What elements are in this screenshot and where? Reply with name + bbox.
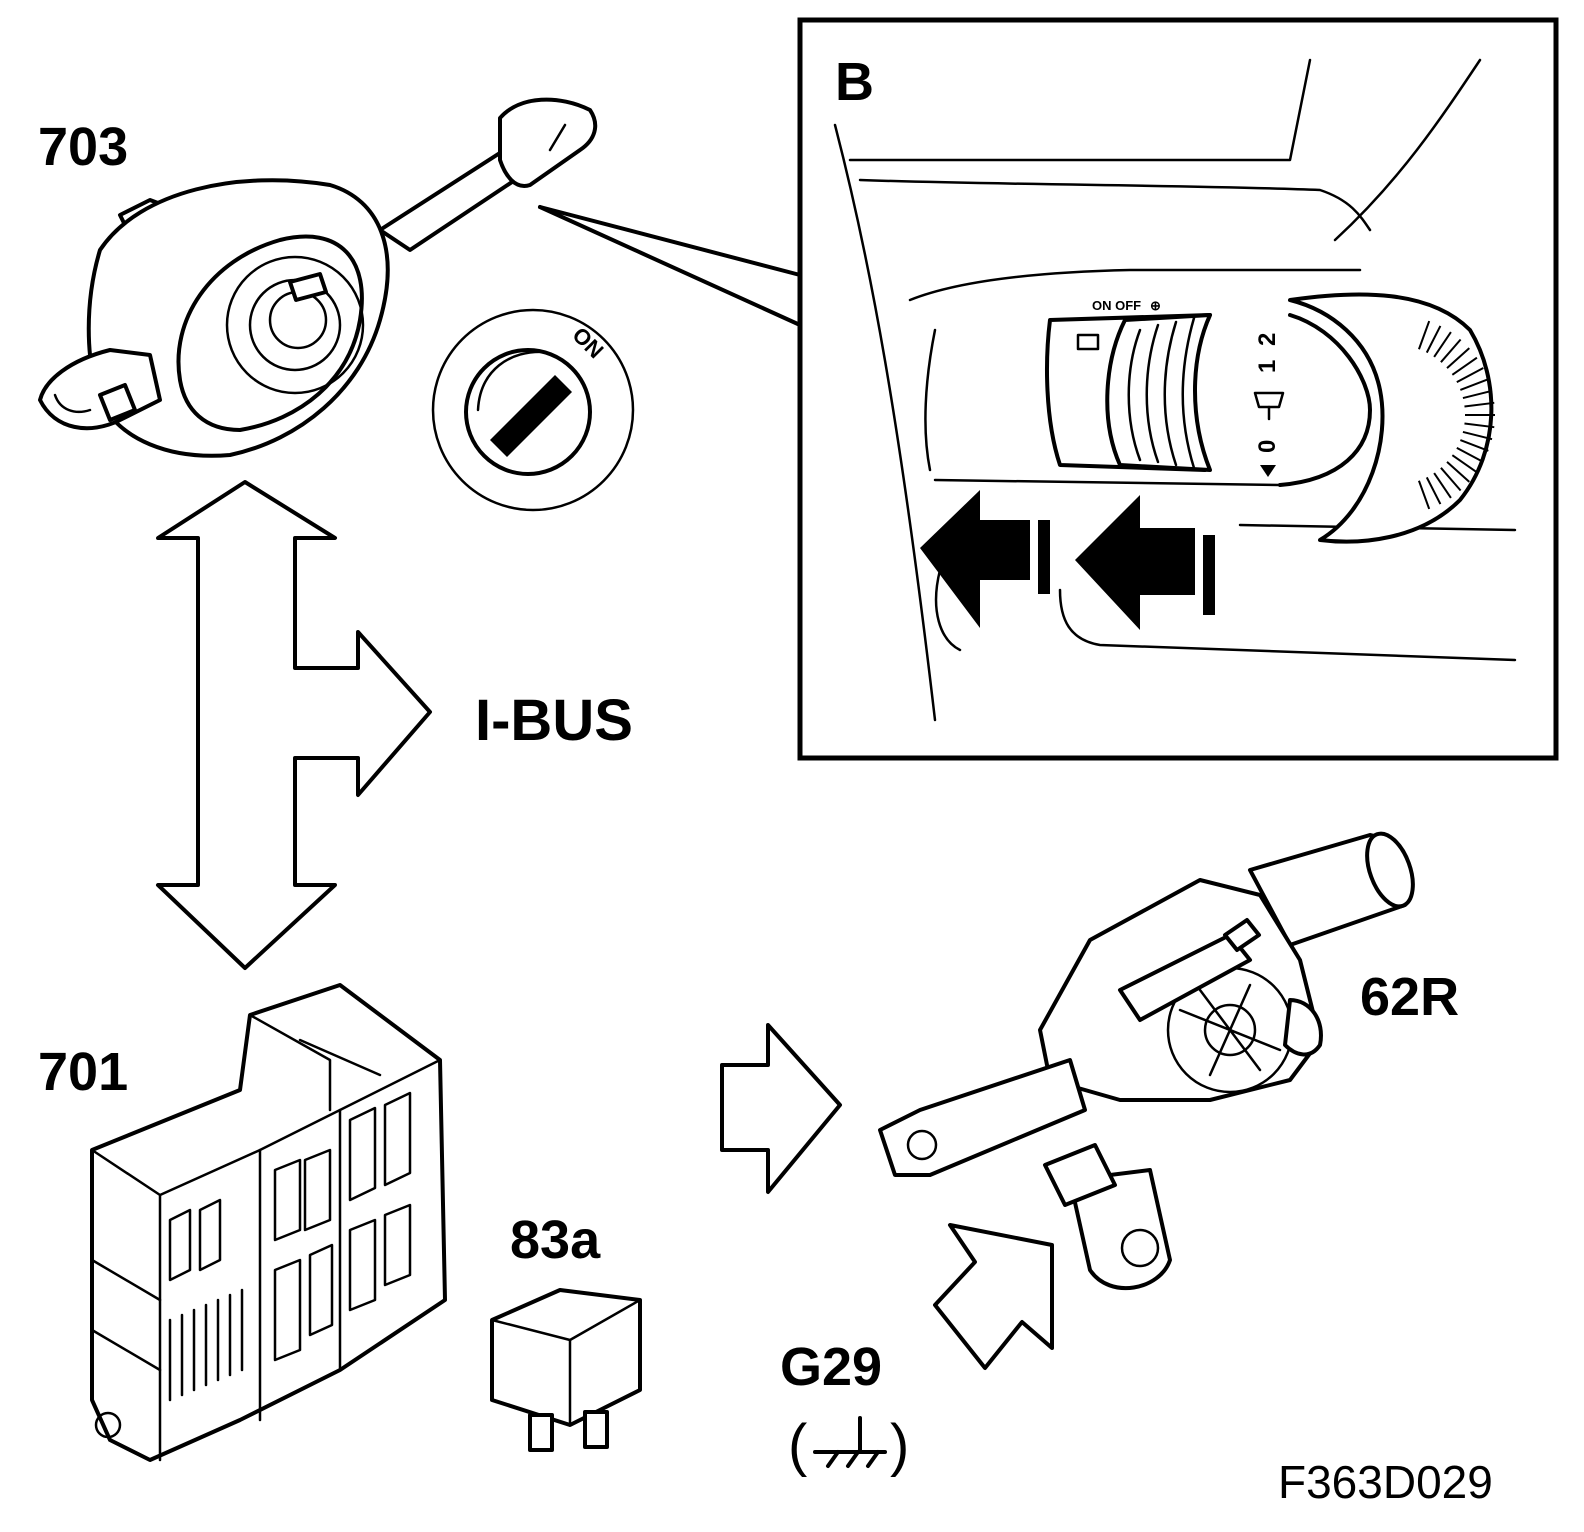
signal-arrow: [720, 1023, 842, 1194]
figure-code: F363D029: [1278, 1456, 1493, 1508]
knurl-line: [1433, 472, 1452, 499]
relay-83a: 83a: [490, 1210, 642, 1452]
knurl-line: [1425, 476, 1442, 505]
inset-label: B: [835, 52, 874, 112]
motor-62r-label: 62R: [1360, 967, 1459, 1027]
i-bus-arrow: I-BUS: [156, 480, 633, 970]
switch-703-label: 703: [38, 117, 128, 177]
knurl-line: [1446, 347, 1470, 369]
inset-position-2: 2: [1254, 333, 1281, 346]
ground-symbol-icon: [813, 1416, 887, 1468]
inset-position-0: 0: [1254, 440, 1281, 453]
inset-mode-suffix: ⊕: [1150, 298, 1161, 313]
inset-position-1: 1: [1254, 360, 1281, 373]
knurl-line: [1440, 338, 1462, 363]
knurl-line: [1456, 367, 1484, 384]
ground-paren-close: ): [890, 1413, 909, 1478]
knurl-line: [1459, 439, 1489, 452]
knurl-line: [1433, 331, 1452, 358]
ignition-on-text: ON: [567, 322, 608, 363]
knurl-line: [1456, 446, 1484, 463]
ground-point-g29: G29 ( ): [780, 1337, 909, 1478]
control-module-701: 701: [38, 983, 447, 1462]
ground-g29-label: G29: [780, 1337, 882, 1397]
i-bus-label: I-BUS: [475, 688, 633, 753]
steering-column-switch: 703: [38, 97, 598, 458]
knurl-line: [1418, 320, 1431, 350]
position-pointer-icon: [1260, 465, 1276, 477]
push-arrows-icon: [920, 490, 1215, 630]
inset-b-panel: ON OFF ⊕ 2 1 0 B: [797, 17, 1559, 761]
module-701-label: 701: [38, 1042, 128, 1102]
knurl-line: [1464, 422, 1495, 429]
knurl-line: [1462, 430, 1493, 441]
ground-arrow: [933, 1223, 1054, 1370]
ground-paren-open: (: [788, 1413, 807, 1478]
wiper-motor-62r: 62R: [878, 831, 1459, 1290]
knurl-line: [1459, 378, 1489, 391]
inset-mode-text: ON OFF: [1092, 298, 1141, 313]
knurl-line: [1418, 480, 1431, 510]
knurl-line: [1440, 467, 1462, 492]
knurl-line: [1446, 461, 1470, 483]
knurl-line: [1451, 356, 1478, 376]
knurl-line: [1464, 401, 1495, 408]
knurl-line: [1451, 454, 1478, 474]
ignition-lock: ON: [431, 308, 635, 512]
knurl-line: [1462, 389, 1493, 400]
knurl-line: [1425, 325, 1442, 354]
relay-83a-label: 83a: [510, 1210, 601, 1270]
inset-callout: [538, 205, 802, 327]
wiper-symbol-icon: [1253, 391, 1285, 421]
